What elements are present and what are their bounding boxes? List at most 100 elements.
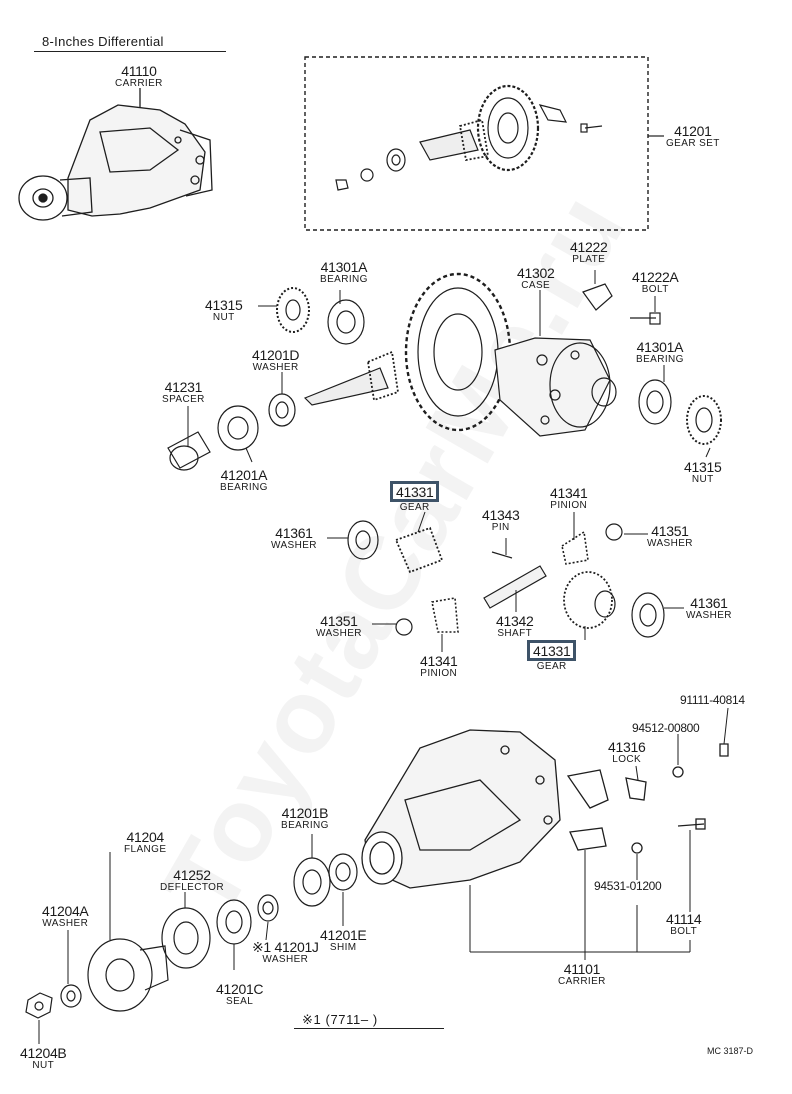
label-94531-01200: 94531-01200 (594, 880, 662, 892)
part-number: 91111-40814 (680, 693, 745, 707)
part-name: WASHER (686, 610, 732, 621)
part-number: 41315 (205, 297, 243, 313)
title-underline (34, 51, 226, 52)
gear-set-illustration (335, 84, 603, 191)
part-name: PINION (420, 668, 458, 679)
part-name: SPACER (162, 394, 205, 405)
leader-lines (38, 90, 729, 1044)
part-name: DEFLECTOR (160, 882, 224, 893)
part-name: BEARING (320, 274, 368, 285)
gear-set-box (304, 56, 664, 231)
part-number: 41201A (220, 467, 268, 483)
footnote: ※1 (7711– ) (302, 1012, 378, 1027)
part-number: 41302 (517, 265, 555, 281)
part-number: 41114 (666, 911, 702, 927)
part-number: 41351 (320, 613, 358, 629)
part-number: 41316 (608, 739, 646, 755)
part-name: LOCK (612, 754, 642, 765)
part-number: 41204B (20, 1045, 67, 1061)
part-name: GEAR SET (666, 138, 720, 149)
part-number: 94512-00800 (632, 721, 700, 735)
part-number: 41231 (164, 379, 203, 395)
part-name: SEAL (226, 996, 254, 1007)
part-number-highlighted: 41331 (527, 640, 577, 661)
part-number: 41315 (684, 459, 722, 475)
part-number: 41201 (674, 123, 712, 139)
part-number: 41361 (275, 525, 313, 541)
part-name: PIN (491, 522, 510, 533)
carrier-41110-illustration (18, 88, 213, 221)
carrier-41101-illustration (361, 729, 729, 889)
flange-seal-parts-illustration (25, 853, 358, 1019)
part-name: FLANGE (124, 844, 167, 855)
part-number: 41301A (636, 339, 684, 355)
part-number: 41341 (420, 653, 458, 669)
part-number: 41201B (281, 805, 329, 821)
part-number: 41252 (173, 867, 211, 883)
part-name: BEARING (220, 482, 268, 493)
part-number: 41351 (651, 523, 689, 539)
part-name: NUT (32, 1060, 55, 1071)
label-91111-40814: 91111-40814 (680, 694, 745, 706)
part-number: 41110 (121, 63, 157, 79)
pinion-shaft-parts-illustration (167, 287, 400, 471)
footnote-underline (294, 1028, 444, 1029)
part-number: 41341 (550, 485, 588, 501)
part-name: BOLT (641, 284, 669, 295)
part-name: BEARING (636, 354, 684, 365)
part-name: WASHER (316, 628, 362, 639)
part-number: 41222A (632, 269, 679, 285)
part-name: PLATE (572, 254, 606, 265)
diagram-title: 8-Inches Differential (42, 34, 164, 49)
part-name: SHAFT (497, 628, 533, 639)
part-name: WASHER (252, 362, 299, 373)
part-number: 41301A (320, 259, 368, 275)
part-name: PINION (550, 500, 588, 511)
part-name: NUT (212, 312, 235, 323)
part-name: WASHER (42, 918, 89, 929)
part-number: 41201E (320, 927, 367, 943)
part-name: SHIM (329, 942, 357, 953)
part-name: WASHER (647, 538, 693, 549)
part-number: 41204A (42, 903, 89, 919)
differential-gears-illustration (347, 520, 665, 638)
part-name: BOLT (670, 926, 698, 937)
part-number: 41342 (496, 613, 534, 629)
part-number-highlighted: 41331 (390, 481, 440, 502)
part-name: GEAR (399, 502, 430, 513)
part-number: ※1 41201J (252, 939, 319, 955)
part-number: 41222 (570, 239, 608, 255)
